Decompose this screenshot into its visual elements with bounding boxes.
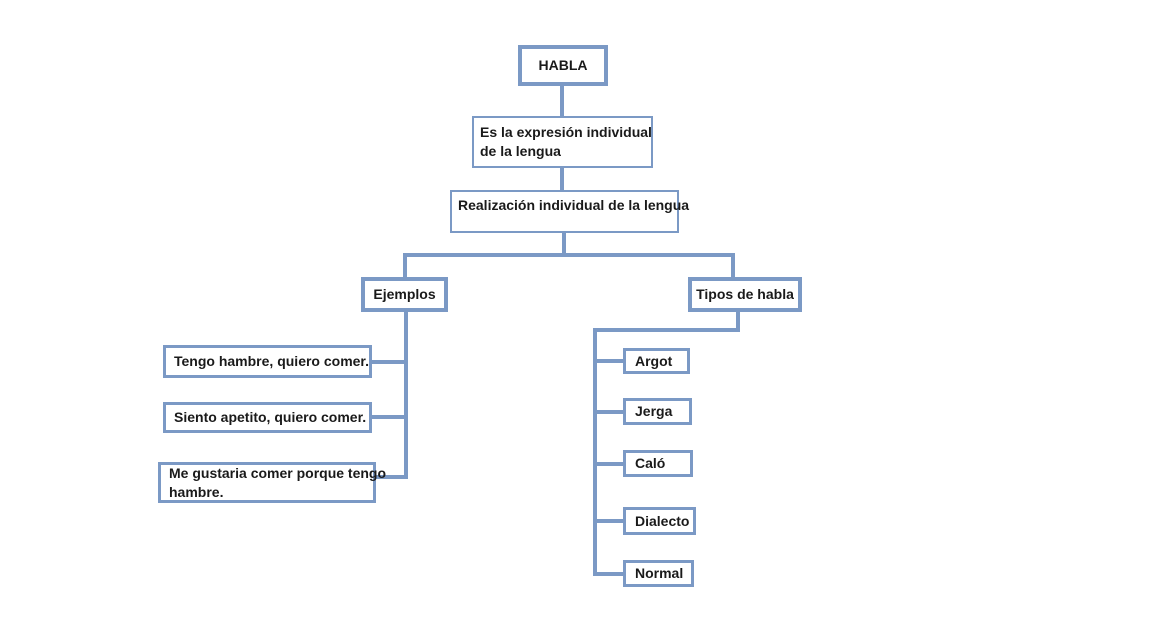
- node-tipos-de-habla: Tipos de habla: [688, 277, 802, 312]
- node-ejemplo-3-line2: hambre.: [169, 483, 224, 500]
- connector-stub-ejemplo-1: [372, 360, 404, 364]
- connector-stub-jerga: [597, 410, 623, 414]
- node-tipo-dialecto: Dialecto: [623, 507, 696, 535]
- connector-definition-realizacion: [560, 168, 564, 190]
- connector-tipos-elbow: [593, 328, 740, 332]
- node-tipos-de-habla-label: Tipos de habla: [696, 286, 794, 302]
- node-ejemplo-3: Me gustaria comer porque tengo hambre.: [158, 462, 387, 503]
- node-definition: Es la expresión individual de la lengua: [472, 116, 653, 168]
- node-realizacion-label: Realización individual de la lengua: [458, 197, 690, 213]
- node-ejemplos: Ejemplos: [361, 277, 448, 312]
- connector-drop-ejemplos: [403, 253, 407, 277]
- node-tipo-calo-label: Caló: [635, 455, 666, 471]
- connector-drop-tipos: [731, 253, 735, 277]
- connector-branch-bar: [403, 253, 735, 257]
- connector-stub-argot: [597, 359, 623, 363]
- node-realizacion: Realización individual de la lengua: [450, 190, 690, 233]
- connector-realizacion-drop: [562, 233, 566, 255]
- node-ejemplo-1: Tengo hambre, quiero comer.: [163, 345, 372, 378]
- node-tipo-dialecto-label: Dialecto: [635, 512, 690, 529]
- node-ejemplo-2: Siento apetito, quiero comer.: [163, 402, 372, 433]
- node-tipo-normal: Normal: [623, 560, 694, 587]
- connector-habla-definition: [560, 86, 564, 116]
- node-tipo-calo: Caló: [623, 450, 693, 477]
- connector-stub-ejemplo-2: [372, 415, 404, 419]
- node-habla: HABLA: [518, 45, 608, 86]
- node-tipo-normal-label: Normal: [635, 565, 684, 581]
- node-tipo-argot-label: Argot: [635, 352, 673, 369]
- node-definition-line1: Es la expresión individual: [480, 124, 652, 140]
- connector-tipos-down: [736, 312, 740, 332]
- connector-tipos-spine: [593, 328, 597, 576]
- connector-ejemplos-spine: [404, 312, 408, 479]
- node-tipo-jerga-label: Jerga: [635, 403, 673, 419]
- node-tipo-jerga: Jerga: [623, 398, 692, 425]
- node-habla-label: HABLA: [538, 57, 588, 73]
- connector-stub-normal: [597, 572, 623, 576]
- connector-stub-ejemplo-3: [376, 475, 404, 479]
- node-definition-line2: de la lengua: [480, 143, 561, 159]
- node-ejemplos-label: Ejemplos: [373, 286, 436, 302]
- node-ejemplo-2-label: Siento apetito, quiero comer.: [174, 409, 367, 425]
- node-tipo-argot: Argot: [623, 348, 690, 374]
- node-ejemplo-1-label: Tengo hambre, quiero comer.: [174, 353, 370, 369]
- node-ejemplo-3-line1: Me gustaria comer porque tengo: [169, 464, 387, 481]
- connector-stub-calo: [597, 462, 623, 466]
- connector-stub-dialecto: [597, 519, 623, 523]
